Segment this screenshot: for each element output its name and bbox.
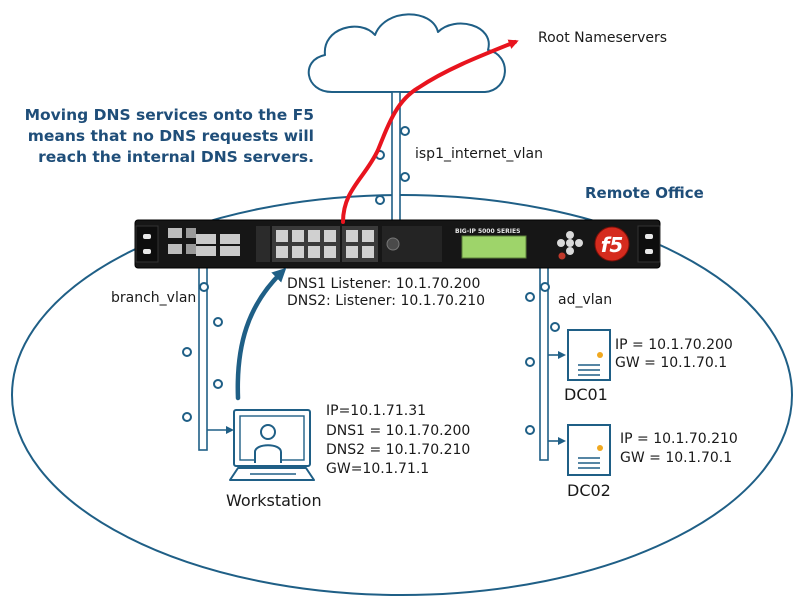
workstation-link	[207, 426, 234, 434]
isp-vlan-label: isp1_internet_vlan	[415, 146, 543, 162]
workstation-ip-label: IP=10.1.71.31	[326, 403, 427, 419]
ad-vlan-label: ad_vlan	[558, 292, 613, 308]
workstation-dns2-label: DNS2 = 10.1.70.210	[326, 442, 471, 458]
dns-annotation: Moving DNS services onto the F5 means th…	[14, 105, 314, 168]
dc02-gw-label: GW = 10.1.70.1	[620, 450, 733, 466]
dc01-name-label: DC01	[564, 385, 608, 404]
remote-office-boundary	[11, 194, 793, 596]
dc01-link	[548, 351, 566, 359]
workstation-dns-request-arrow	[235, 267, 287, 401]
isp-vlan-pole	[375, 91, 410, 223]
dc02-ip-label: IP = 10.1.70.210	[620, 431, 738, 447]
workstation-icon	[229, 409, 315, 481]
bigip-model-label: BIG-IP 5000 SERIES	[455, 228, 520, 235]
dc01-ip-label: IP = 10.1.70.200	[615, 337, 733, 353]
cloud-icon	[307, 13, 506, 93]
dc02-link	[548, 437, 566, 445]
annotation-line: reach the internal DNS servers.	[38, 148, 314, 166]
workstation-dns1-label: DNS1 = 10.1.70.200	[326, 423, 471, 439]
branch-vlan-label: branch_vlan	[111, 290, 197, 306]
dc02-server-icon	[567, 424, 611, 476]
workstation-name-label: Workstation	[226, 491, 322, 510]
f5-logo-text: f5	[601, 233, 624, 257]
dns-query-red-arrow	[341, 39, 519, 224]
remote-office-label: Remote Office	[585, 184, 704, 202]
dc02-name-label: DC02	[567, 481, 611, 500]
branch-vlan-pole	[182, 261, 223, 451]
dc01-gw-label: GW = 10.1.70.1	[615, 355, 728, 371]
dc01-server-icon	[567, 329, 611, 381]
dns1-listener-label: DNS1 Listener: 10.1.70.200	[287, 276, 481, 292]
annotation-line: means that no DNS requests will	[27, 127, 314, 145]
root-nameservers-label: Root Nameservers	[538, 30, 668, 46]
ad-vlan-pole	[525, 261, 560, 461]
dns2-listener-label: DNS2: Listener: 10.1.70.210	[287, 293, 486, 309]
annotation-line: Moving DNS services onto the F5	[24, 106, 314, 124]
f5-logo-icon: f5	[594, 226, 630, 262]
bigip-appliance: BIG-IP 5000 SERIES f5	[134, 219, 661, 269]
workstation-gw-label: GW=10.1.71.1	[326, 461, 430, 477]
